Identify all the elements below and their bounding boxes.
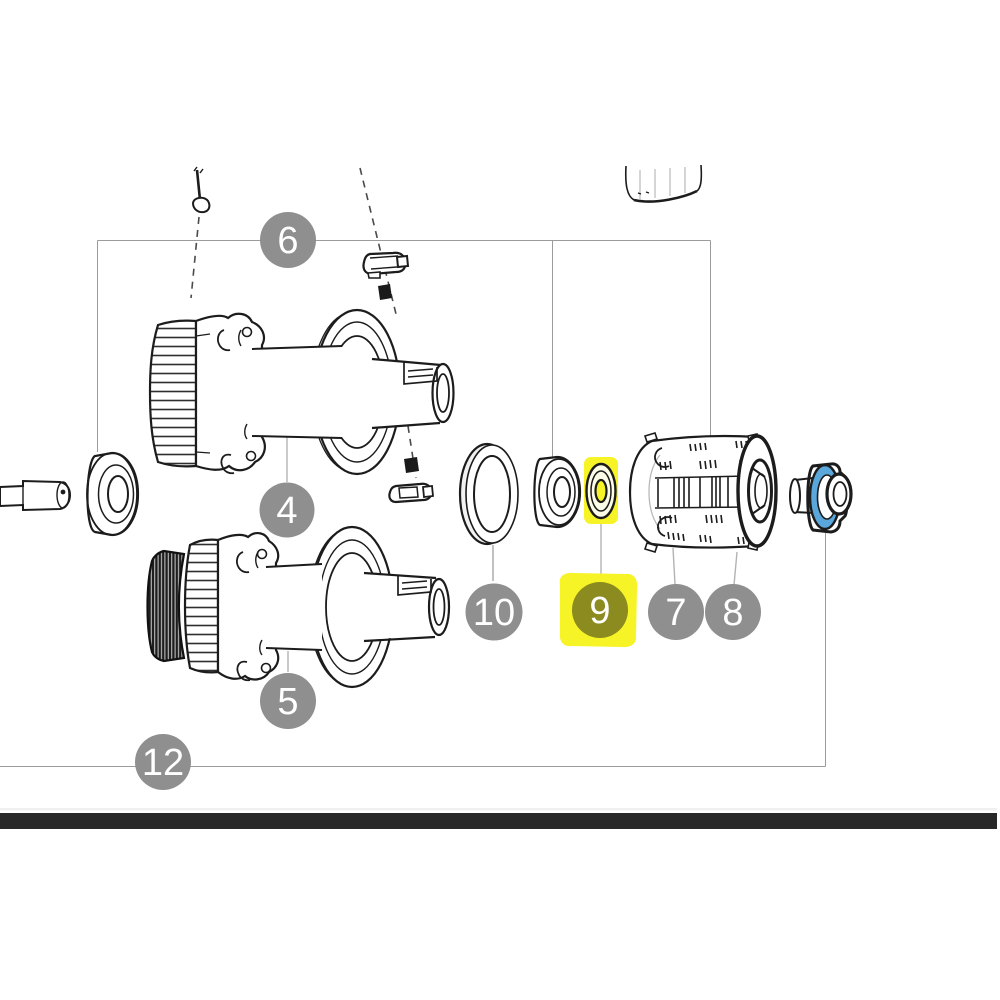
callout-circle [465,583,523,641]
callout-circle [259,482,315,538]
footer-bar-shadow [0,808,997,811]
callout-circle [705,584,761,640]
non-drive-bearing-drawing [86,451,140,537]
callout-6: 6 [260,212,316,268]
callout-circle [260,212,316,268]
callout-label: 7 [665,592,686,634]
callout-4: 4 [259,482,315,538]
callout-8: 8 [705,584,761,640]
seal-ring-drawing [458,442,519,546]
callout-circle [135,734,191,790]
callout-label: 10 [473,592,515,634]
axle-drawing [0,479,72,512]
freehub-body-drawing [628,432,778,553]
callout-label: 9 [589,590,610,632]
spacer-washer-highlight [584,457,618,524]
axle-end-cap-drawing [789,462,853,534]
cropped-cylinder-drawing [624,164,703,203]
callout-12: 12 [135,734,191,790]
spoke-nipple-seat-drawing [388,482,434,504]
callout-label: 5 [277,681,298,723]
spoke-nipple-drawing [362,251,410,279]
callout-7: 7 [648,584,704,640]
callout-9-highlighted: 9 [572,582,628,638]
rear-hub-shell-drawing [146,525,451,689]
callout-10: 10 [465,583,523,641]
callout-label: 4 [276,490,297,532]
callout-circle [648,584,704,640]
callout-label: 12 [142,742,184,784]
footer-bar [0,813,997,829]
spoke-nut-drawing [378,284,392,300]
callout-label: 8 [722,592,743,634]
spoke-nut-lower-drawing [404,457,419,473]
callout-circle [260,673,316,729]
front-hub-shell-drawing [148,308,455,476]
group-6-bracket [97,240,711,457]
group-12-bracket [0,533,826,767]
spoke-drawing [191,166,211,214]
drive-bearing-drawing [533,455,582,529]
callout-circle [572,582,628,638]
callout-5: 5 [260,673,316,729]
callout-label: 6 [277,220,298,262]
